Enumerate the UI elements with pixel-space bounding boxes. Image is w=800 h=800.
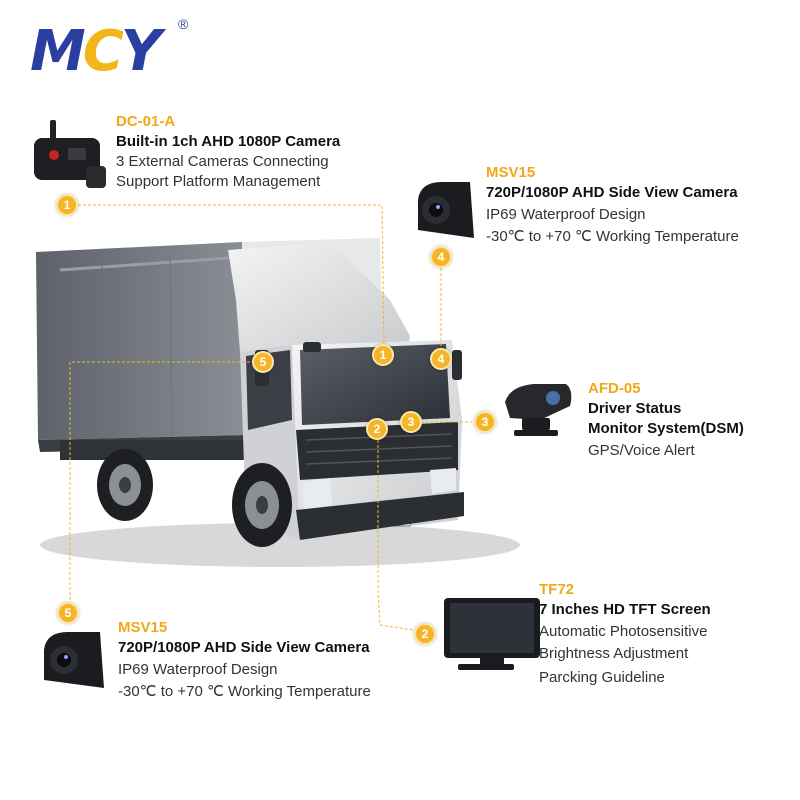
registered-mark: ® <box>178 16 189 32</box>
product-title: Driver Status <box>588 400 682 417</box>
feature-line: IP69 Waterproof Design <box>118 661 278 678</box>
product-title: 7 Inches HD TFT Screen <box>539 601 711 618</box>
badge-1-callout: 1 <box>56 194 78 216</box>
callout-dc01a: DC-01-A Built-in 1ch AHD 1080P Camera 3 … <box>116 112 340 192</box>
feature-line: GPS/Voice Alert <box>588 442 695 459</box>
dsm-device <box>505 384 572 436</box>
product-title-line2: Monitor System(DSM) <box>588 420 744 437</box>
badge-2-callout: 2 <box>414 623 436 645</box>
model-label: AFD-05 <box>588 380 641 397</box>
badge-3-callout: 3 <box>474 411 496 433</box>
feature-line: Parcking Guideline <box>539 669 665 686</box>
feature-line: Support Platform Management <box>116 173 321 190</box>
badge-4-truck: 4 <box>430 348 452 370</box>
badge-2-truck: 2 <box>366 418 388 440</box>
side-camera-left <box>44 632 104 688</box>
chassis <box>60 440 260 460</box>
feature-line: Automatic Photosensitive <box>539 623 708 640</box>
feature-line: 3 External Cameras Connecting <box>116 153 329 170</box>
model-label: MSV15 <box>118 619 168 636</box>
truck-cab <box>228 242 464 540</box>
model-label: DC-01-A <box>116 113 176 130</box>
rear-wheel <box>97 449 153 521</box>
model-label: TF72 <box>539 581 575 598</box>
connector-lines <box>69 204 472 631</box>
badge-4-callout: 4 <box>430 246 452 268</box>
feature-line: Brightness Adjustment <box>539 645 689 662</box>
callout-msv15-right: MSV15 720P/1080P AHD Side View Camera IP… <box>486 163 739 247</box>
badge-1-truck: 1 <box>372 344 394 366</box>
callout-tf72: TF72 7 Inches HD TFT Screen Automatic Ph… <box>539 580 711 688</box>
truck-shadow <box>40 523 520 567</box>
feature-line: -30℃ to +70 ℃ Working Temperature <box>486 228 739 245</box>
product-title: 720P/1080P AHD Side View Camera <box>118 639 370 656</box>
brand-logo: MCY <box>30 22 200 82</box>
feature-line: -30℃ to +70 ℃ Working Temperature <box>118 683 371 700</box>
tft-monitor-device <box>444 598 540 670</box>
side-camera-right <box>418 182 474 238</box>
callout-msv15-left: MSV15 720P/1080P AHD Side View Camera IP… <box>118 618 371 702</box>
front-wheel <box>232 463 292 547</box>
callout-afd05: AFD-05 Driver Status Monitor System(DSM)… <box>588 379 744 461</box>
dashcam-device <box>34 120 106 188</box>
product-title: Built-in 1ch AHD 1080P Camera <box>116 133 341 150</box>
feature-line: IP69 Waterproof Design <box>486 206 646 223</box>
product-title: 720P/1080P AHD Side View Camera <box>486 184 738 201</box>
model-label: MSV15 <box>486 164 536 181</box>
badge-5-truck: 5 <box>252 351 274 373</box>
badge-5-callout: 5 <box>57 602 79 624</box>
badge-3-truck: 3 <box>400 411 422 433</box>
brand-logo-text: MCY <box>30 19 161 84</box>
